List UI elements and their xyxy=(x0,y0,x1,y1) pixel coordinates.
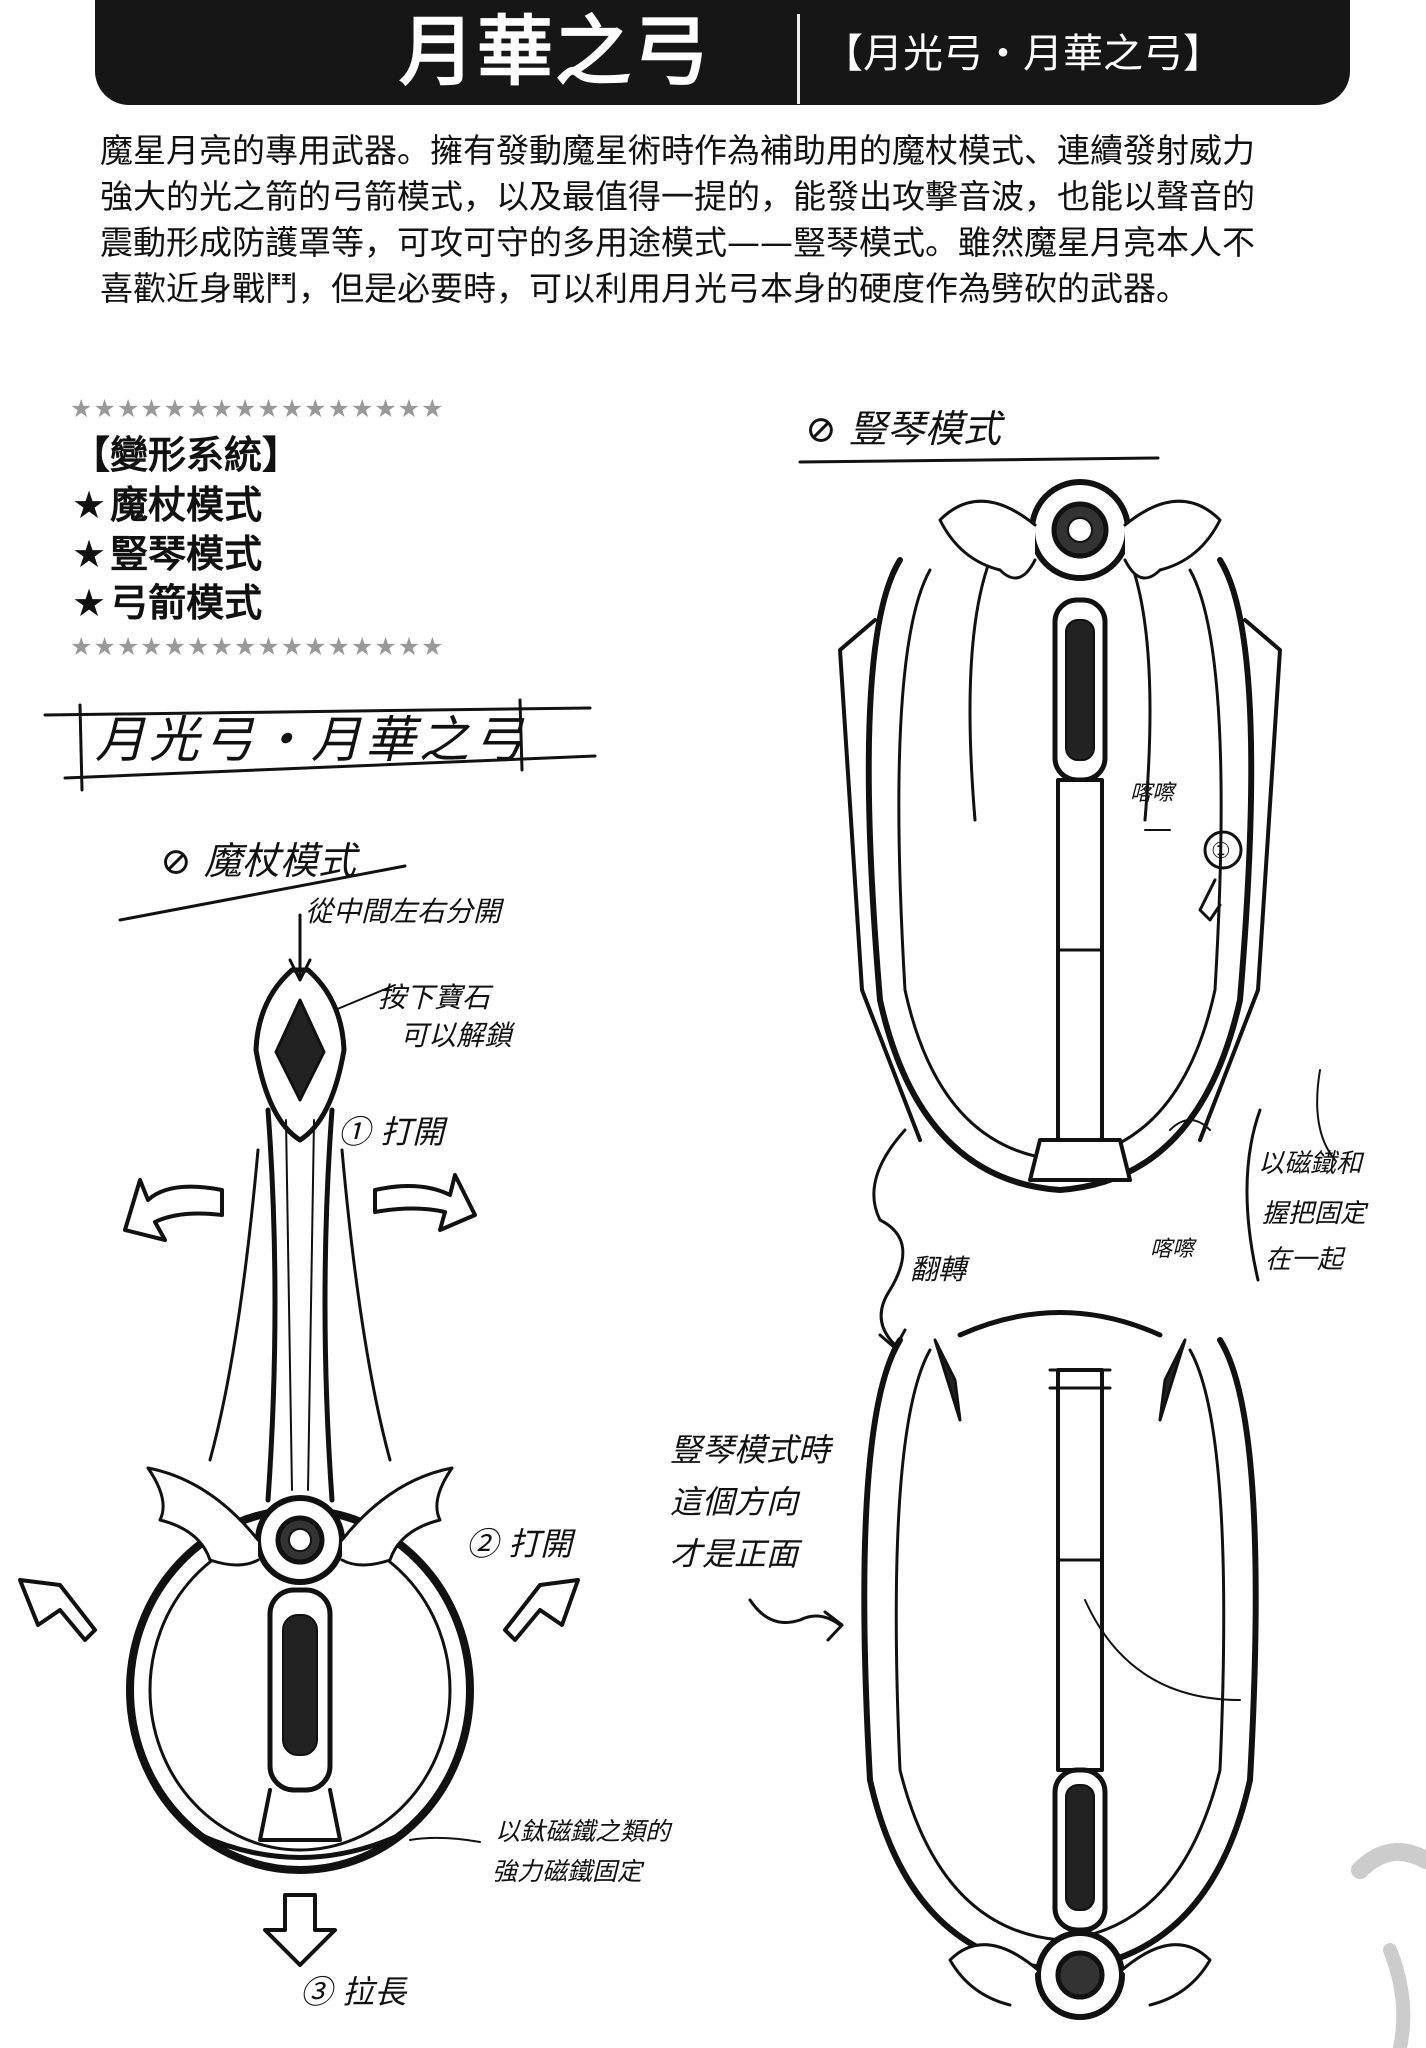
note-gem: 按下寶石 xyxy=(378,981,491,1014)
star-icon: ★ xyxy=(72,483,107,527)
section-label: 魔杖模式 xyxy=(203,839,356,883)
note-click: 喀嚓 xyxy=(1150,1237,1195,1262)
mode-label: 魔杖模式 xyxy=(110,483,263,527)
title-divider xyxy=(797,14,800,104)
note-front: 才是正面 xyxy=(670,1535,799,1573)
page-title: 月華之弓 xyxy=(399,7,711,96)
weapon-label: 月光弓・月華之弓 xyxy=(95,711,527,769)
star-divider-top: ★★★★★★★★★★★★★★★★ xyxy=(70,394,445,423)
mode-label: 豎琴模式 xyxy=(110,532,263,576)
staff-drawing xyxy=(18,913,580,1967)
harp-step-1: ① xyxy=(1211,839,1231,864)
mode-item-staff: ★魔杖模式 xyxy=(72,480,262,530)
star-divider-bottom: ★★★★★★★★★★★★★★★★ xyxy=(70,632,445,661)
mode-label: 弓箭模式 xyxy=(110,581,263,625)
staff-step-3: ③ 拉長 xyxy=(300,1973,407,2011)
note-front: 豎琴模式時 xyxy=(670,1431,831,1469)
section-harp-mode: ⊘ 豎琴模式 xyxy=(805,398,1001,453)
intro-line: 震動形成防護罩等，可攻可守的多用途模式——豎琴模式。雖然魔星月亮本人不 xyxy=(100,223,1255,262)
section-staff-mode: ⊘ 魔杖模式 xyxy=(160,830,356,885)
note-magnet: 以鈦磁鐵之類的 xyxy=(495,1817,671,1846)
harp-drawing-top xyxy=(838,479,1282,1193)
note-flip: 翻轉 xyxy=(910,1253,967,1286)
bullet-icon: ⊘ xyxy=(805,407,849,451)
mode-item-bow: ★弓箭模式 xyxy=(72,578,262,628)
title-bar: 月華之弓 【月光弓・月華之弓】 xyxy=(95,0,1350,105)
staff-step-2: ② 打開 xyxy=(466,1525,573,1563)
page-subtitle: 【月光弓・月華之弓】 xyxy=(823,31,1223,77)
star-icon: ★ xyxy=(72,532,107,576)
note-harp-magnet: 在一起 xyxy=(1265,1245,1344,1275)
note-magnet: 強力磁鐵固定 xyxy=(492,1857,643,1886)
intro-line: 強大的光之箭的弓箭模式，以及最值得一提的，能發出攻擊音波，也能以聲音的 xyxy=(100,177,1255,216)
staff-step-1: ① 打開 xyxy=(338,1113,445,1151)
section-label: 豎琴模式 xyxy=(848,407,1001,451)
note-harp-magnet: 握把固定 xyxy=(1262,1199,1367,1229)
intro-line: 喜歡近身戰鬥，但是必要時，可以利用月光弓本身的硬度作為劈砍的武器。 xyxy=(100,269,1189,308)
note-click: 喀嚓 xyxy=(1130,781,1175,806)
transform-heading: 【變形系統】 xyxy=(72,433,301,477)
note-front: 這個方向 xyxy=(670,1483,799,1521)
note-harp-magnet: 以磁鐵和 xyxy=(1258,1149,1363,1179)
note-split: 從中間左右分開 xyxy=(305,895,502,928)
intro-line: 魔星月亮的專用武器。擁有發動魔星術時作為補助用的魔杖模式、連續發射威力 xyxy=(100,131,1255,170)
harp-drawing-bottom xyxy=(861,1310,1259,2020)
mode-item-harp: ★豎琴模式 xyxy=(72,529,262,579)
star-icon: ★ xyxy=(72,581,107,625)
intro-paragraph: 魔星月亮的專用武器。擁有發動魔星術時作為補助用的魔杖模式、連續發射威力 強大的光… xyxy=(100,128,1340,312)
note-gem: 可以解鎖 xyxy=(400,1019,513,1052)
bullet-icon: ⊘ xyxy=(160,839,204,883)
